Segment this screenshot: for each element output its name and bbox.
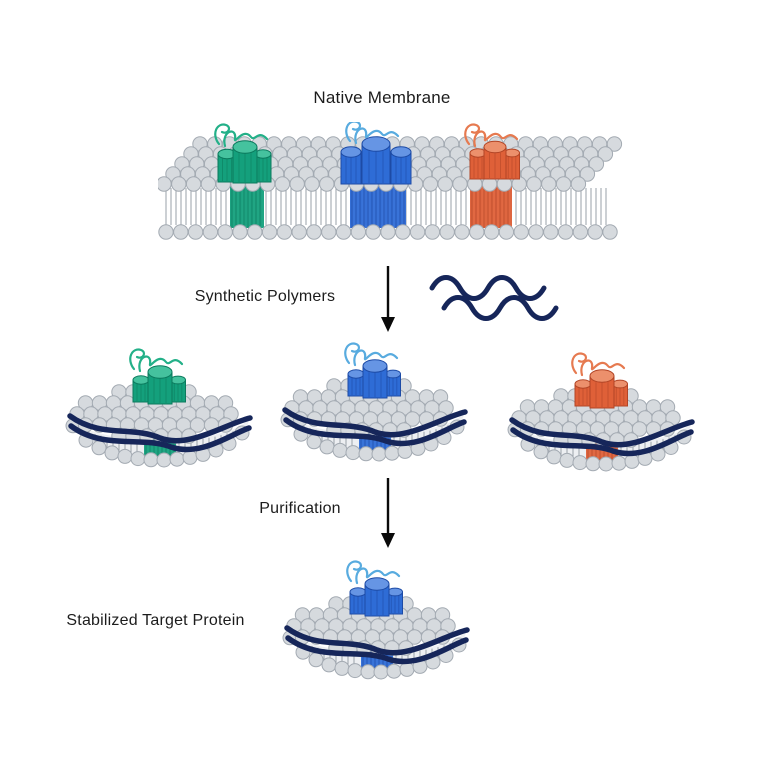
down-arrow-1-icon [381,266,395,332]
nanodisc-blue-protein [280,342,468,462]
down-arrow-2-icon [381,478,395,548]
synthetic-polymers-label: Synthetic Polymers [194,288,336,305]
nanodisc-green-protein [65,348,253,468]
polymer-squiggles-icon [429,275,559,321]
purification-label: Purification [259,500,341,517]
stabilized-target-protein-label: Stabilized Target Protein [66,612,245,629]
stabilized-protein-nanodisc [282,560,470,680]
nanodisc-orange-protein [507,352,695,472]
native-membrane-illustration [158,122,623,240]
native-membrane-label: Native Membrane [313,88,451,107]
